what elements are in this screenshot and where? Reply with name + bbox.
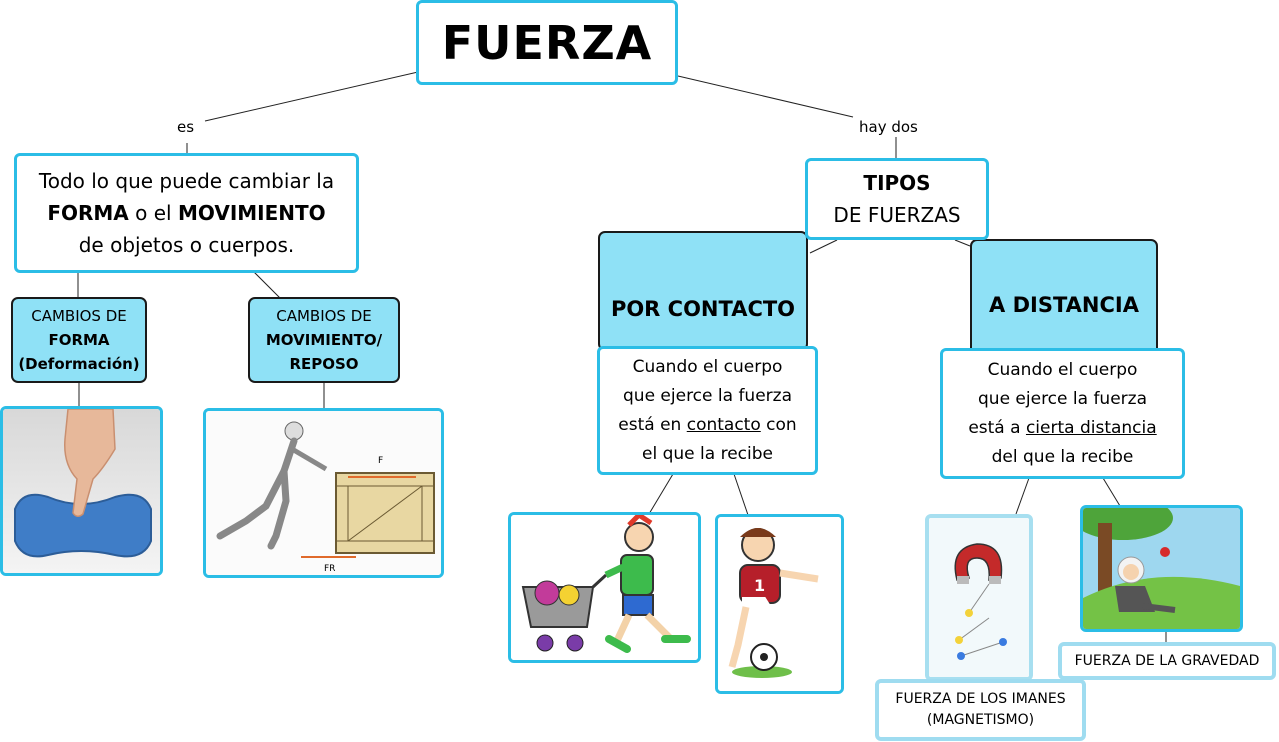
por-contacto-header: POR CONTACTO — [598, 231, 808, 351]
gravity-image — [1080, 505, 1243, 632]
magnet-image — [925, 514, 1033, 681]
gravedad-label: FUERZA DE LA GRAVEDAD — [1074, 653, 1260, 669]
contacto-line2: que ejerce la fuerza — [623, 385, 792, 406]
shopping-cart-image — [508, 512, 701, 663]
cambios-movimiento-line2: MOVIMIENTO/ — [265, 331, 383, 349]
tipos-line2: DE FUERZAS — [833, 203, 961, 227]
link-label-hay-dos: hay dos — [859, 118, 918, 136]
definition-forma: FORMA — [47, 201, 129, 225]
contacto-line3: está en contacto con — [618, 411, 796, 440]
distancia-line1: Cuando el cuerpo — [987, 359, 1138, 380]
title-box: FUERZA — [416, 0, 678, 85]
link-label-es: es — [177, 118, 195, 136]
definition-box: Todo lo que puede cambiar la FORMA o el … — [14, 153, 359, 273]
force-label-f: F — [378, 456, 383, 466]
definition-line2: FORMA o el MOVIMIENTO — [47, 197, 325, 229]
definition-line3: de objetos o cuerpos. — [78, 233, 295, 257]
force-label-fr: FR — [324, 564, 335, 574]
cambios-movimiento-line3: REPOSO — [289, 355, 359, 373]
cambios-movimiento-box: CAMBIOS DE MOVIMIENTO/ REPOSO — [248, 297, 400, 383]
cambios-forma-line2: FORMA — [48, 331, 110, 349]
definition-o-el: o el — [135, 201, 172, 225]
page-title: FUERZA — [441, 15, 653, 70]
tipos-box: TIPOS DE FUERZAS — [805, 158, 989, 240]
pushing-box-image: F FR — [203, 408, 444, 578]
distancia-line2: que ejerce la fuerza — [978, 388, 1147, 409]
imanes-line1: FUERZA DE LOS IMANES — [895, 691, 1066, 707]
a-distancia-title: A DISTANCIA — [989, 293, 1139, 317]
a-distancia-header: A DISTANCIA — [970, 239, 1158, 355]
cambios-forma-line1: CAMBIOS DE — [31, 307, 127, 325]
contacto-line3-pre: está en — [618, 414, 682, 435]
sponge-image — [0, 406, 163, 576]
distancia-line3: está a cierta distancia — [968, 414, 1156, 443]
distancia-line3-underlined: cierta distancia — [1025, 417, 1157, 438]
distancia-explanation: Cuando el cuerpo que ejerce la fuerza es… — [940, 348, 1185, 479]
cambios-forma-box: CAMBIOS DE FORMA (Deformación) — [11, 297, 147, 383]
contacto-line4: el que la recibe — [642, 443, 773, 464]
distancia-line4: del que la recibe — [991, 446, 1134, 467]
distancia-line3-pre: está a — [968, 417, 1021, 438]
contacto-line3-underlined: contacto — [686, 414, 761, 435]
tipos-line1: TIPOS — [863, 171, 931, 195]
definition-line1: Todo lo que puede cambiar la — [38, 169, 335, 193]
cambios-movimiento-line1: CAMBIOS DE — [276, 307, 372, 325]
svg-text:1: 1 — [754, 576, 765, 595]
soccer-player-image: 1 — [715, 514, 844, 694]
imanes-line2: (MAGNETISMO) — [926, 712, 1035, 728]
por-contacto-title: POR CONTACTO — [610, 297, 796, 321]
imanes-label-box: FUERZA DE LOS IMANES (MAGNETISMO) — [875, 679, 1086, 741]
gravedad-label-box: FUERZA DE LA GRAVEDAD — [1058, 642, 1276, 680]
cambios-forma-line3: (Deformación) — [18, 355, 140, 373]
contacto-line1: Cuando el cuerpo — [632, 356, 783, 377]
definition-movimiento: MOVIMIENTO — [177, 201, 326, 225]
contacto-explanation: Cuando el cuerpo que ejerce la fuerza es… — [597, 346, 818, 475]
contacto-line3-post: con — [766, 414, 797, 435]
